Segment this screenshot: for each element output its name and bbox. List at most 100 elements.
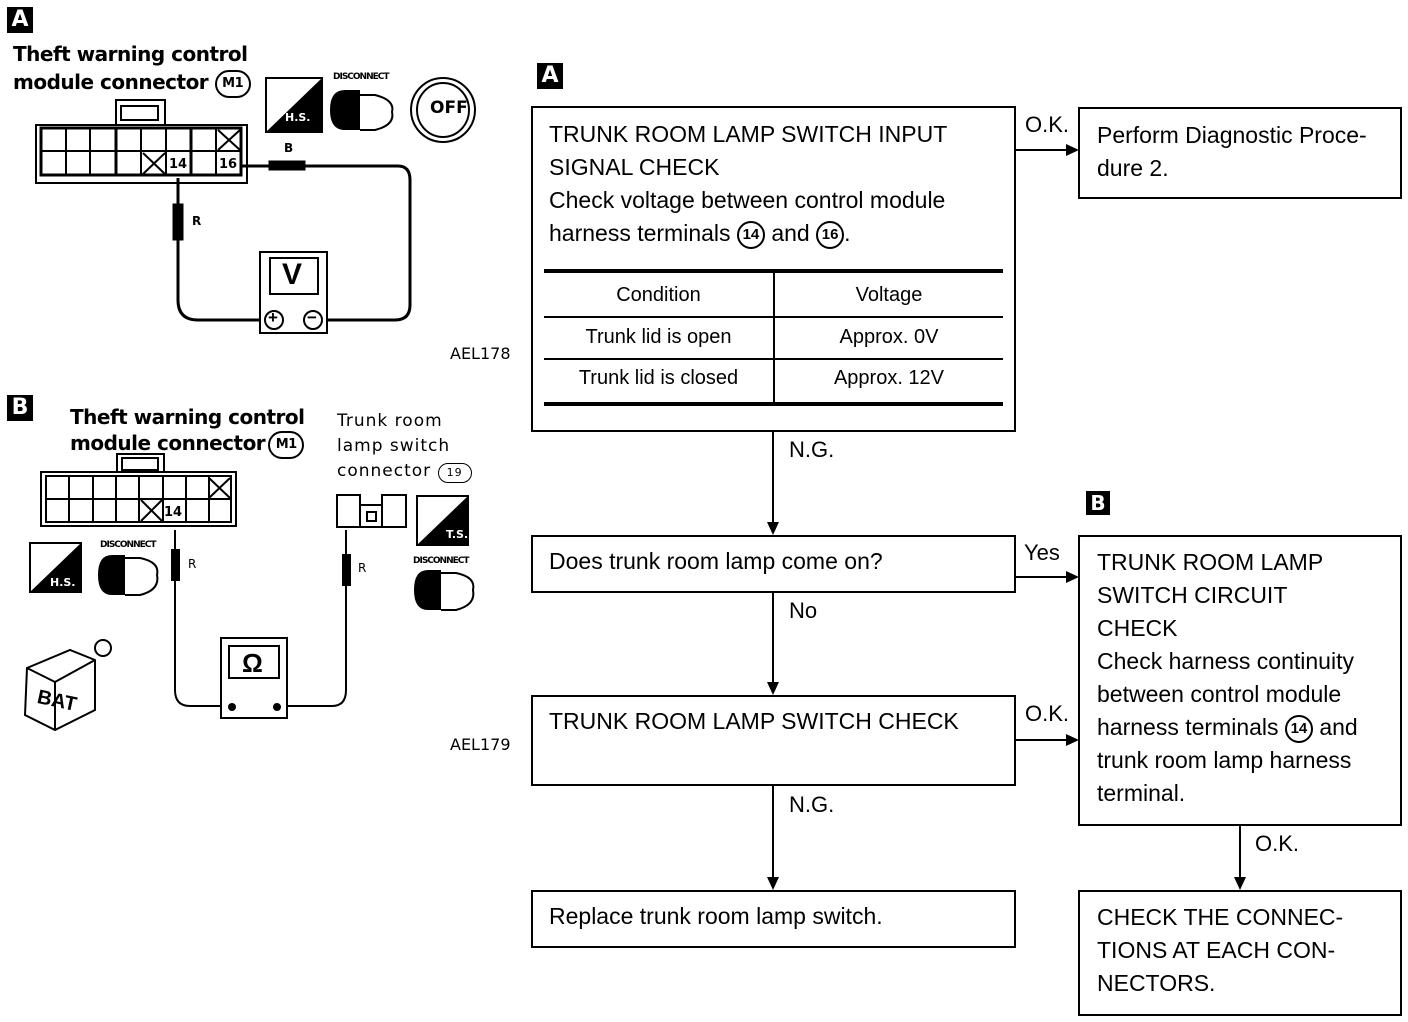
- ohmmeter-b: [220, 637, 288, 719]
- step4-box: Replace trunk room lamp switch.: [531, 890, 1016, 948]
- ignition-off-label: OFF: [430, 98, 468, 118]
- diagram-b-wiring: [23, 453, 475, 732]
- step2-yes-label: Yes: [1024, 540, 1060, 565]
- step3-ng-arrow: [767, 877, 779, 890]
- step2-box: Does trunk room lamp come on?: [531, 535, 1016, 593]
- terminal-14-b: 14: [164, 505, 183, 520]
- wire-color-r-b2: R: [358, 561, 367, 575]
- stepb-ok-label: O.K.: [1255, 831, 1300, 856]
- ignition-off-icon-a: [410, 77, 476, 143]
- module-connector-b: [40, 453, 237, 527]
- switch-label-line2: lamp switch: [337, 436, 451, 456]
- step2-no-connector: [772, 592, 774, 683]
- wire-color-b-a: B: [284, 141, 294, 155]
- disconnect-label-b2: DISCONNECT: [413, 556, 470, 566]
- step1-ng-arrow: [767, 522, 779, 535]
- table-cell-voltage-closed: Approx. 12V: [833, 367, 945, 389]
- table-header-voltage: Voltage: [855, 284, 923, 306]
- connector-id-19: 19: [437, 463, 472, 483]
- probe-wires-b: [171, 530, 351, 707]
- step3-ok-connector: [1015, 739, 1067, 741]
- step4-text: Replace trunk room lamp switch.: [549, 903, 883, 929]
- harness-side-icon-b: [29, 542, 82, 593]
- figure-code-a: AEL178: [450, 344, 511, 363]
- final-check-text: CHECK THE CONNEC- TIONS AT EACH CON- NEC…: [1097, 904, 1344, 996]
- ts-label-b: T.S.: [446, 528, 469, 541]
- flowchart-badge-b: B: [1086, 491, 1110, 515]
- flowchart-badge-a: A: [537, 63, 563, 89]
- step1-text1: Check voltage between control module: [549, 187, 946, 213]
- battery-icon: [23, 639, 112, 732]
- table-header-condition: Condition: [616, 284, 701, 306]
- switch-connector-label: Trunk room lamp switch connector 19: [337, 409, 472, 484]
- diagram-a-title-line1: Theft warning control: [13, 42, 248, 66]
- disconnect-label-a: DISCONNECT: [333, 72, 390, 82]
- table-cell-condition-open: Trunk lid is open: [585, 326, 732, 348]
- terminal-14-ref: 14: [736, 221, 765, 249]
- diagram-a-badge: A: [7, 7, 33, 33]
- step2-text: Does trunk room lamp come on?: [549, 548, 883, 574]
- step1-ok-arrow: [1066, 144, 1079, 156]
- step2-no-label: No: [789, 598, 818, 623]
- step2-no-arrow: [767, 682, 779, 695]
- stepb-text1: Check harness continuity between control…: [1097, 648, 1354, 707]
- disconnect-icon-b: [98, 555, 159, 596]
- stepb-text2a: harness terminals: [1097, 714, 1279, 740]
- wire-color-r-b1: R: [188, 557, 197, 571]
- step3-ng-label: N.G.: [789, 792, 835, 817]
- connector-id-m1-b: M1: [268, 431, 305, 459]
- terminal-14-ref-b: 14: [1284, 715, 1313, 743]
- terminal-side-icon-b: [416, 495, 469, 546]
- diagram-a-title-line2: module connector M1: [13, 68, 251, 98]
- stepb-title: TRUNK ROOM LAMP SWITCH CIRCUIT CHECK: [1097, 549, 1324, 641]
- meter-plus: +: [268, 308, 278, 327]
- step1-ng-label: N.G.: [789, 437, 835, 462]
- step2-yes-arrow: [1066, 571, 1079, 583]
- harness-side-icon-a: [265, 77, 323, 133]
- voltmeter-a: [259, 251, 328, 334]
- meter-minus: −: [307, 308, 317, 327]
- diagram-b-badge: B: [7, 395, 33, 421]
- stepb-text2b: and: [1319, 714, 1358, 740]
- switch-label-line1: Trunk room: [337, 411, 443, 431]
- stepb-ok-arrow: [1234, 877, 1246, 890]
- step3-box: TRUNK ROOM LAMP SWITCH CHECK: [531, 695, 1016, 786]
- step3-text: TRUNK ROOM LAMP SWITCH CHECK: [549, 708, 959, 734]
- stepb-text3: trunk room lamp harness terminal.: [1097, 747, 1352, 806]
- step1-ok-label: O.K.: [1025, 112, 1070, 137]
- diagram-a-title: Theft warning control module connector M…: [13, 40, 251, 98]
- stepb-box: TRUNK ROOM LAMP SWITCH CIRCUIT CHECK Che…: [1078, 535, 1402, 826]
- figure-code-b: AEL179: [450, 735, 511, 754]
- disconnect-icon-b2: [414, 570, 475, 611]
- step3-ng-connector: [772, 785, 774, 878]
- connector-id-m1: M1: [214, 70, 251, 98]
- table-cell-voltage-open: Approx. 0V: [839, 326, 939, 348]
- hs-label-b: H.S.: [50, 576, 76, 589]
- step1-ng-connector: [772, 431, 774, 523]
- step1-text2b: and: [771, 220, 810, 246]
- switch-label-line3: connector 19: [337, 459, 472, 484]
- disconnect-icon-a: [330, 90, 394, 131]
- step1-text2c: .: [844, 220, 851, 246]
- terminal-14-a: 14: [169, 157, 188, 172]
- terminal-16-ref: 16: [816, 221, 845, 249]
- wire-color-r-a: R: [192, 214, 202, 228]
- disconnect-label-b: DISCONNECT: [100, 540, 157, 550]
- table-cell-condition-closed: Trunk lid is closed: [578, 367, 739, 389]
- step1-title: TRUNK ROOM LAMP SWITCH INPUT SIGNAL CHEC…: [549, 121, 948, 180]
- module-connector-a: [35, 99, 248, 184]
- probe-wires-a: [172, 160, 412, 322]
- step1-text2a: harness terminals: [549, 220, 731, 246]
- step1-text2: harness terminals 14 and 16.: [549, 217, 850, 250]
- ohmmeter-symbol: Ω: [242, 648, 263, 678]
- stepb-ok-connector: [1239, 825, 1241, 878]
- voltmeter-symbol: V: [282, 258, 303, 291]
- step3-ok-label: O.K.: [1025, 701, 1070, 726]
- final-check-box: CHECK THE CONNEC- TIONS AT EACH CON- NEC…: [1078, 890, 1402, 1016]
- hs-label-a: H.S.: [285, 111, 311, 124]
- diagram-b-title-line1: Theft warning control: [70, 405, 305, 429]
- diagram-b-title-line2-text: module connector: [70, 431, 266, 455]
- diagram-a-wiring: [35, 77, 476, 334]
